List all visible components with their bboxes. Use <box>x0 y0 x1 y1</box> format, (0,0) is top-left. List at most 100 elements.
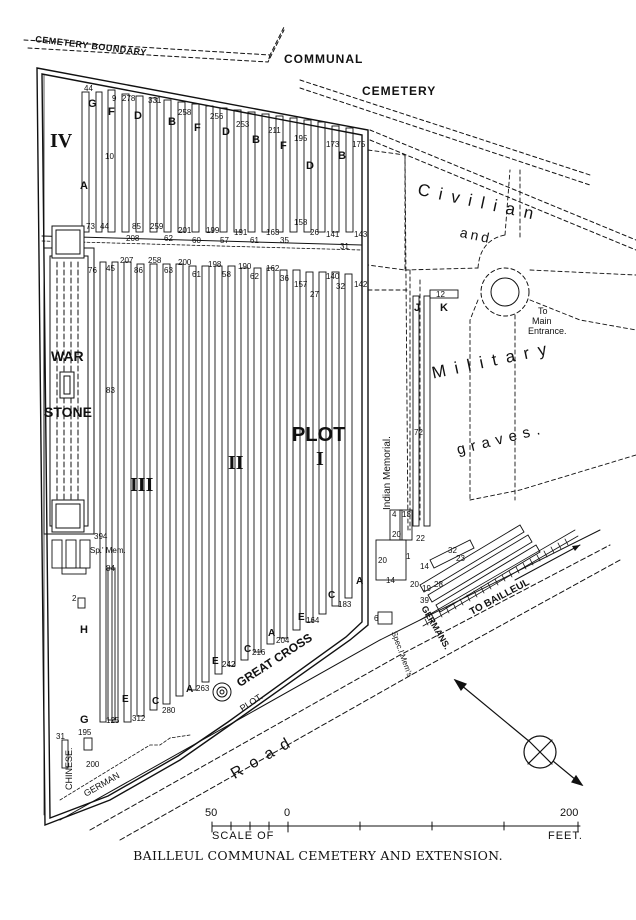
grave-number: 140 <box>326 272 340 281</box>
grave-number: 14 <box>386 576 395 585</box>
grave-number: 280 <box>162 706 176 715</box>
row-letter-e-mid: E <box>212 656 219 667</box>
grave-number: 125 <box>106 716 120 725</box>
grave-number: 63 <box>164 266 173 275</box>
grave-number: 4 <box>392 510 397 519</box>
plot-label: PLOT <box>292 424 346 446</box>
grave-number: 20 <box>410 580 419 589</box>
grave-number: 163 <box>266 228 280 237</box>
grave-number: 207 <box>120 256 134 265</box>
grave-number: 141 <box>326 230 340 239</box>
row-letter-e-bottom: E <box>122 694 129 705</box>
row-letter-a-mid: A <box>268 628 276 639</box>
scale-bar <box>211 821 581 833</box>
grave-number: 27 <box>310 290 319 299</box>
grave-number: 258 <box>178 108 192 117</box>
spl-mem-label: Sp.' Mem. <box>90 546 126 555</box>
grave-number: 164 <box>306 616 320 625</box>
grave-number: 256 <box>210 112 224 121</box>
scale-tick-200: 200 <box>560 807 579 819</box>
cemetery-boundary-lines <box>23 24 636 251</box>
row-letter-f-top: F <box>108 106 115 118</box>
german-strip <box>59 734 191 801</box>
roundabout <box>480 267 530 317</box>
grave-number: 173 <box>326 140 340 149</box>
grave-number: 200 <box>178 258 192 267</box>
grave-number: 158 <box>294 218 308 227</box>
north-arrow <box>453 678 584 787</box>
grave-number: 195 <box>78 728 92 737</box>
grave-number: 61 <box>192 270 201 279</box>
grave-number: 157 <box>294 280 308 289</box>
grave-number: 10 <box>105 152 114 161</box>
grave-number: 198 <box>208 260 222 269</box>
grave-number: 31 <box>340 242 349 251</box>
grave-number: 61 <box>250 236 259 245</box>
row-letter-b-top3: B <box>338 150 346 162</box>
row-letter-c-right: C <box>328 590 336 601</box>
grave-number: 183 <box>338 600 352 609</box>
grave-number: 331 <box>148 96 162 105</box>
grave-number: 162 <box>266 264 280 273</box>
grave-number: 190 <box>238 262 252 271</box>
grave-number: 142 <box>354 280 368 289</box>
plot-iv-lower-boundary <box>41 235 363 246</box>
cemetery-label: CEMETERY <box>362 84 437 98</box>
grave-number: 35 <box>280 236 289 245</box>
grave-number: 84 <box>106 564 115 573</box>
plot-iv-lower-boundary-2 <box>41 240 363 251</box>
to-bailleul-arrow <box>514 544 581 581</box>
chinese-label: CHINESE. <box>64 747 74 790</box>
grave-number: 86 <box>134 266 143 275</box>
to-main-entrance-line3: Entrance. <box>528 326 567 336</box>
war-stone-area <box>43 225 95 535</box>
to-main-entrance-line2: Main <box>532 316 552 326</box>
row-letter-h: H <box>80 624 88 636</box>
grave-number: 253 <box>236 120 250 129</box>
grave-number: 199 <box>206 226 220 235</box>
grave-number: 32 <box>336 282 345 291</box>
grave-number: 12 <box>436 290 445 299</box>
grave-number: 83 <box>106 386 115 395</box>
grave-number: 14 <box>420 562 429 571</box>
grave-number: 195 <box>294 134 308 143</box>
grave-number: 13 <box>402 510 411 519</box>
grave-number: 44 <box>100 222 109 231</box>
grave-number: 263 <box>196 684 210 693</box>
grave-number: 20 <box>392 530 401 539</box>
row-letter-f-top3: F <box>280 140 287 152</box>
row-letter-j: J <box>414 302 421 314</box>
scale-tick-50: 50 <box>205 807 218 819</box>
scale-tick-0: 0 <box>284 807 291 819</box>
row-letter-f-top2: F <box>194 122 201 134</box>
row-letter-d-top: D <box>134 110 142 122</box>
germans-plots <box>419 524 541 613</box>
main-plot-rows <box>99 261 353 723</box>
grave-number: 1 <box>406 552 411 561</box>
grave-number: 36 <box>280 274 289 283</box>
grave-number: 28 <box>434 580 443 589</box>
grave-number: 85 <box>132 222 141 231</box>
plot-iv-rows <box>81 89 354 233</box>
communal-label: COMMUNAL <box>284 52 364 66</box>
grave-number: 312 <box>132 714 146 723</box>
grave-number: 73 <box>86 222 95 231</box>
grave-number: 216 <box>252 648 266 657</box>
grave-number: 191 <box>234 228 248 237</box>
row-letter-b-top: B <box>168 116 176 128</box>
row-letter-c-mid: C <box>244 644 252 655</box>
plot-iv-label: IV <box>50 130 73 152</box>
map-caption: BAILLEUL COMMUNAL CEMETERY AND EXTENSION… <box>133 848 503 863</box>
grave-number: 2 <box>72 594 77 603</box>
scale-title: SCALE OF <box>212 830 275 842</box>
lower-left-plots <box>51 539 116 769</box>
row-letter-e-right: E <box>298 612 305 623</box>
grave-number: 201 <box>178 226 192 235</box>
scale-unit: FEET. <box>548 830 583 842</box>
to-main-entrance-line1: To <box>538 306 548 316</box>
grave-number: 32 <box>448 546 457 555</box>
row-letter-a-right: A <box>356 576 364 587</box>
communal-cemetery-paths <box>367 149 636 531</box>
war-label: WAR <box>51 348 84 364</box>
